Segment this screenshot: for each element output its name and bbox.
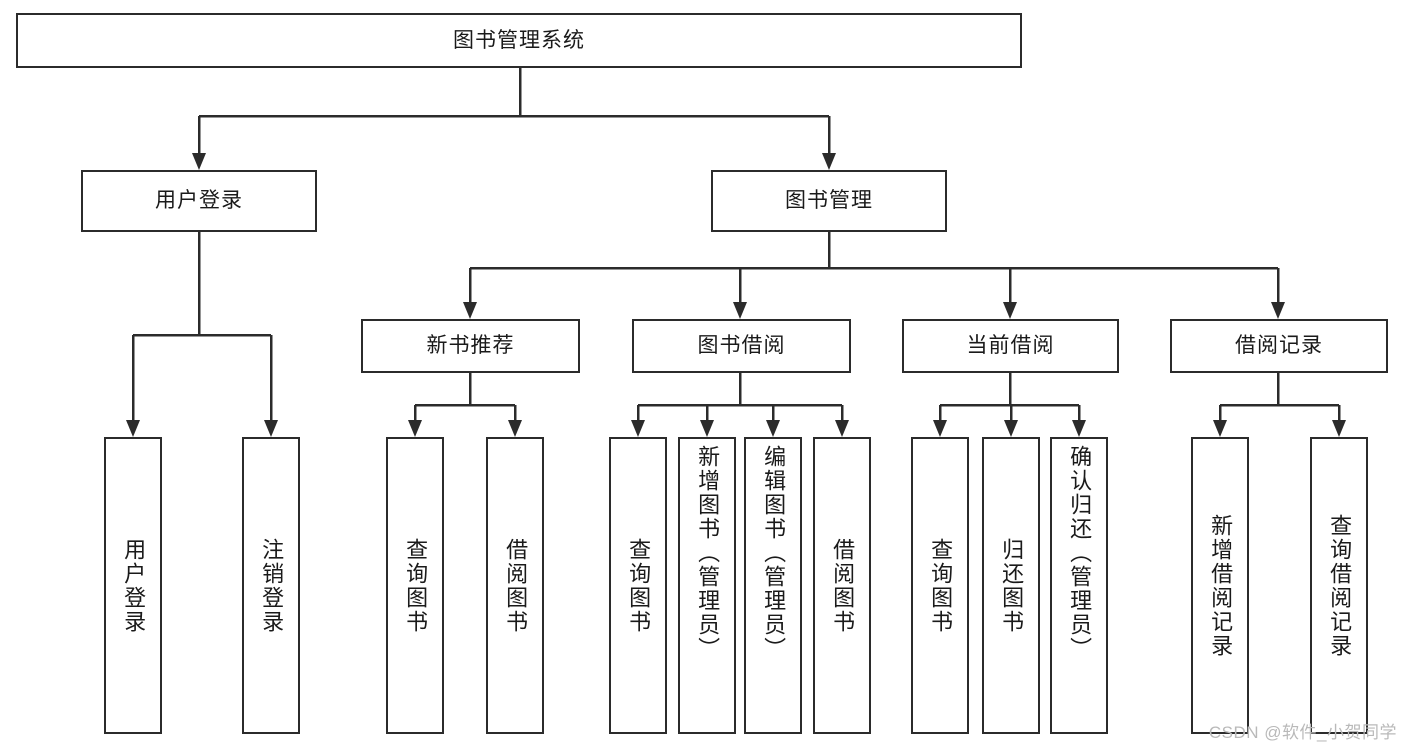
node-l-confirm[interactable]: 确认归还（管理员） [1050, 437, 1108, 734]
root-drop-mgmt-arrowhead [822, 153, 836, 170]
node-l-qbook2[interactable]: 查询图书 [609, 437, 667, 734]
borrow-drop-4-arrowhead [835, 420, 849, 437]
node-l-addbook[interactable]: 新增图书（管理员） [678, 437, 736, 734]
current-drop-2-arrowhead [1004, 420, 1018, 437]
node-l-addrec[interactable]: 新增借阅记录 [1191, 437, 1249, 734]
node-l-qrec[interactable]: 查询借阅记录 [1310, 437, 1368, 734]
node-label: 图书管理 [785, 189, 873, 213]
mgmt-drop-2-arrowhead [733, 302, 747, 319]
node-current[interactable]: 当前借阅 [902, 319, 1119, 373]
node-l-login[interactable]: 用户登录 [104, 437, 162, 734]
node-label: 归还图书 [999, 537, 1025, 634]
node-label: 编辑图书（管理员） [761, 445, 787, 661]
node-label: 借阅记录 [1235, 334, 1323, 358]
borrow-drop-3-arrowhead [766, 420, 780, 437]
node-l-bbook2[interactable]: 借阅图书 [813, 437, 871, 734]
records-drop-2-arrowhead [1332, 420, 1346, 437]
node-label: 图书管理系统 [453, 28, 585, 52]
node-label: 借阅图书 [503, 537, 529, 634]
node-login[interactable]: 用户登录 [81, 170, 317, 232]
current-drop-3-arrowhead [1072, 420, 1086, 437]
node-label: 新增图书（管理员） [695, 445, 721, 661]
node-l-qbook1[interactable]: 查询图书 [386, 437, 444, 734]
node-l-editbook[interactable]: 编辑图书（管理员） [744, 437, 802, 734]
node-l-return[interactable]: 归还图书 [982, 437, 1040, 734]
node-newbook[interactable]: 新书推荐 [361, 319, 580, 373]
node-records[interactable]: 借阅记录 [1170, 319, 1388, 373]
records-drop-1-arrowhead [1213, 420, 1227, 437]
node-l-qbook3[interactable]: 查询图书 [911, 437, 969, 734]
node-root[interactable]: 图书管理系统 [16, 13, 1022, 68]
mgmt-drop-3-arrowhead [1003, 302, 1017, 319]
login-drop-1-arrowhead [126, 420, 140, 437]
node-label: 新书推荐 [426, 334, 515, 358]
node-label: 确认归还（管理员） [1067, 445, 1093, 661]
node-label: 当前借阅 [966, 334, 1055, 358]
node-label: 用户登录 [155, 189, 243, 213]
node-l-logout[interactable]: 注销登录 [242, 437, 300, 734]
node-l-bbook1[interactable]: 借阅图书 [486, 437, 544, 734]
node-label: 借阅图书 [830, 537, 856, 634]
root-drop-login-arrowhead [192, 153, 206, 170]
node-label: 新增借阅记录 [1208, 513, 1234, 658]
node-label: 查询图书 [928, 537, 954, 634]
watermark-text: CSDN @软件_小贺同学 [1208, 723, 1397, 742]
borrow-drop-1-arrowhead [631, 420, 645, 437]
node-label: 用户登录 [121, 537, 147, 634]
login-drop-2-arrowhead [264, 420, 278, 437]
node-label: 注销登录 [259, 537, 285, 634]
node-label: 查询图书 [403, 537, 429, 634]
newbook-drop-1-arrowhead [408, 420, 422, 437]
current-drop-1-arrowhead [933, 420, 947, 437]
mgmt-drop-4-arrowhead [1271, 302, 1285, 319]
node-label: 图书借阅 [697, 334, 786, 358]
mgmt-drop-1-arrowhead [463, 302, 477, 319]
node-label: 查询图书 [626, 537, 652, 634]
borrow-drop-2-arrowhead [700, 420, 714, 437]
newbook-drop-2-arrowhead [508, 420, 522, 437]
node-label: 查询借阅记录 [1327, 513, 1353, 658]
node-bookmgmt[interactable]: 图书管理 [711, 170, 947, 232]
node-borrow[interactable]: 图书借阅 [632, 319, 851, 373]
